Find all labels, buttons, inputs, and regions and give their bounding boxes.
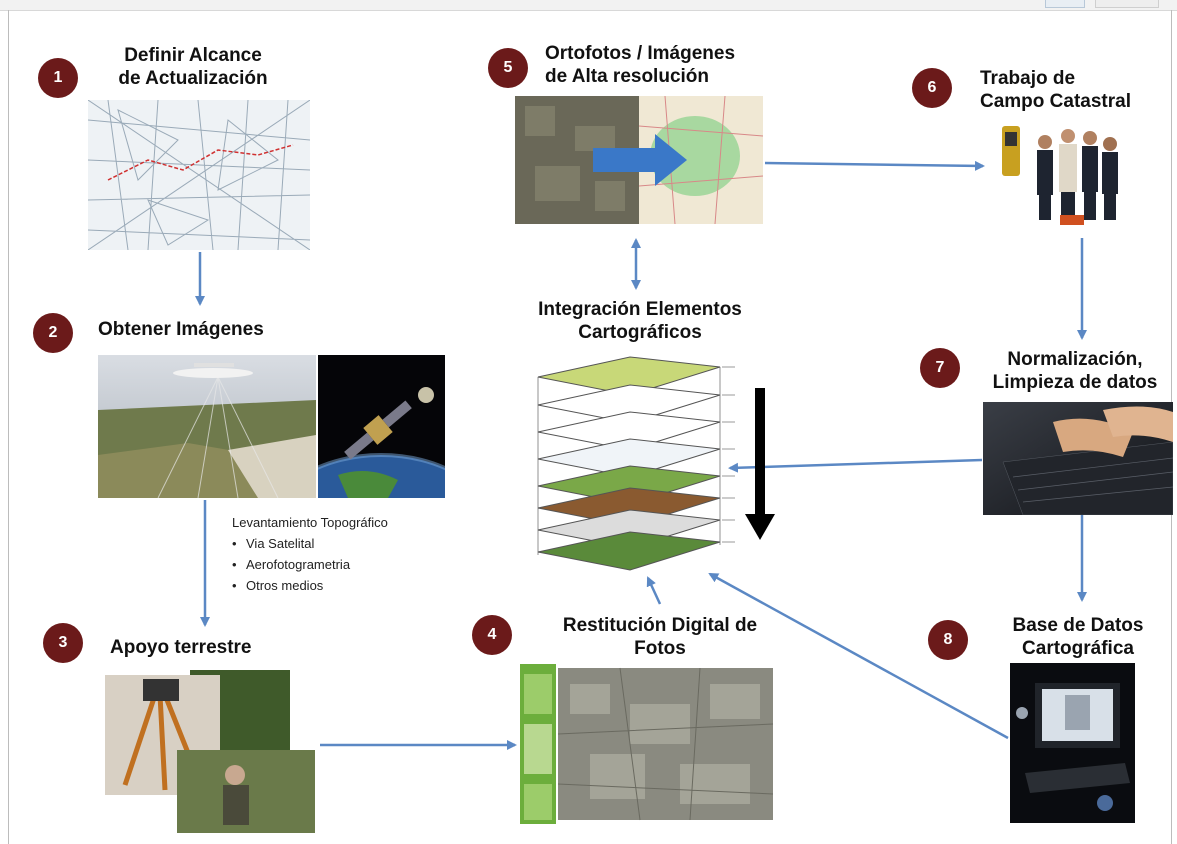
step-1-badge: 1 <box>38 58 78 98</box>
step-1-title-line1: Definir Alcance <box>124 45 262 66</box>
integration-title: Integración Elementos Cartográficos <box>500 298 780 344</box>
step-4-badge: 4 <box>472 615 512 655</box>
step-7-badge: 7 <box>920 348 960 388</box>
keyboard-typing-photo <box>983 402 1173 515</box>
step-2-title-line1: Obtener Imágenes <box>98 319 264 340</box>
integration-title-line2: Cartográficos <box>578 322 702 343</box>
satellite-image <box>318 355 445 498</box>
database-workstation-photo <box>1010 663 1135 823</box>
step-6-title-line1: Trabajo de <box>980 68 1076 89</box>
step-5-title: Ortofotos / Imágenes de Alta resolución <box>545 42 805 88</box>
toolbar-button-right[interactable] <box>1095 0 1159 8</box>
layer-direction-arrow <box>745 388 775 540</box>
arrow-8-to-integration <box>708 572 1009 740</box>
step-5-title-line2: de Alta resolución <box>545 66 709 87</box>
step-6-title-line2: Campo Catastral <box>980 91 1131 112</box>
layer-stack-illustration <box>530 355 780 573</box>
orthophoto-to-map-image <box>515 96 763 224</box>
survey-item: Via Satelital <box>232 533 472 554</box>
arrow-5-to-6 <box>764 160 985 171</box>
step-2-badge: 2 <box>33 313 73 353</box>
survey-methods-list: Levantamiento Topográfico Via Satelital … <box>232 512 472 596</box>
step-4-title: Restitución Digital de Fotos <box>525 614 795 660</box>
arrow-7-to-integration <box>728 458 983 473</box>
arrow-4-to-integration <box>646 576 662 605</box>
step-6-badge: 6 <box>912 68 952 108</box>
digital-restitution-screen <box>520 664 775 824</box>
step-5-title-line1: Ortofotos / Imágenes <box>545 43 736 64</box>
step-7-title: Normalización, Limpieza de datos <box>975 348 1175 394</box>
step-6-title: Trabajo de Campo Catastral <box>980 67 1177 113</box>
step-3-title: Apoyo terrestre <box>110 636 330 659</box>
survey-heading: Levantamiento Topográfico <box>232 515 388 530</box>
step-1-title: Definir Alcance de Actualización <box>88 44 298 90</box>
survey-item: Otros medios <box>232 575 472 596</box>
step-8-title-line2: Cartográfica <box>1022 638 1134 659</box>
step-5-badge: 5 <box>488 48 528 88</box>
field-team-photo <box>1000 120 1130 232</box>
step-3-badge: 3 <box>43 623 83 663</box>
step-2-title: Obtener Imágenes <box>98 318 338 341</box>
step-8-title-line1: Base de Datos <box>1012 615 1144 636</box>
survey-item: Aerofotogrametria <box>232 554 472 575</box>
step-8-badge: 8 <box>928 620 968 660</box>
aerial-photo-plane-image <box>98 355 316 498</box>
window-top-bar <box>0 0 1177 11</box>
step-3-title-line1: Apoyo terrestre <box>110 637 252 658</box>
cadastral-map-image <box>88 100 310 250</box>
step-7-title-line1: Normalización, <box>1007 349 1143 370</box>
ground-survey-photos <box>105 665 315 833</box>
step-4-title-line1: Restitución Digital de <box>562 615 758 636</box>
integration-title-line1: Integración Elementos <box>538 299 742 320</box>
toolbar-button-left[interactable] <box>1045 0 1085 8</box>
step-1-title-line2: de Actualización <box>118 68 268 89</box>
step-4-title-line2: Fotos <box>634 638 686 659</box>
step-7-title-line2: Limpieza de datos <box>992 372 1158 393</box>
step-8-title: Base de Datos Cartográfica <box>978 614 1177 660</box>
